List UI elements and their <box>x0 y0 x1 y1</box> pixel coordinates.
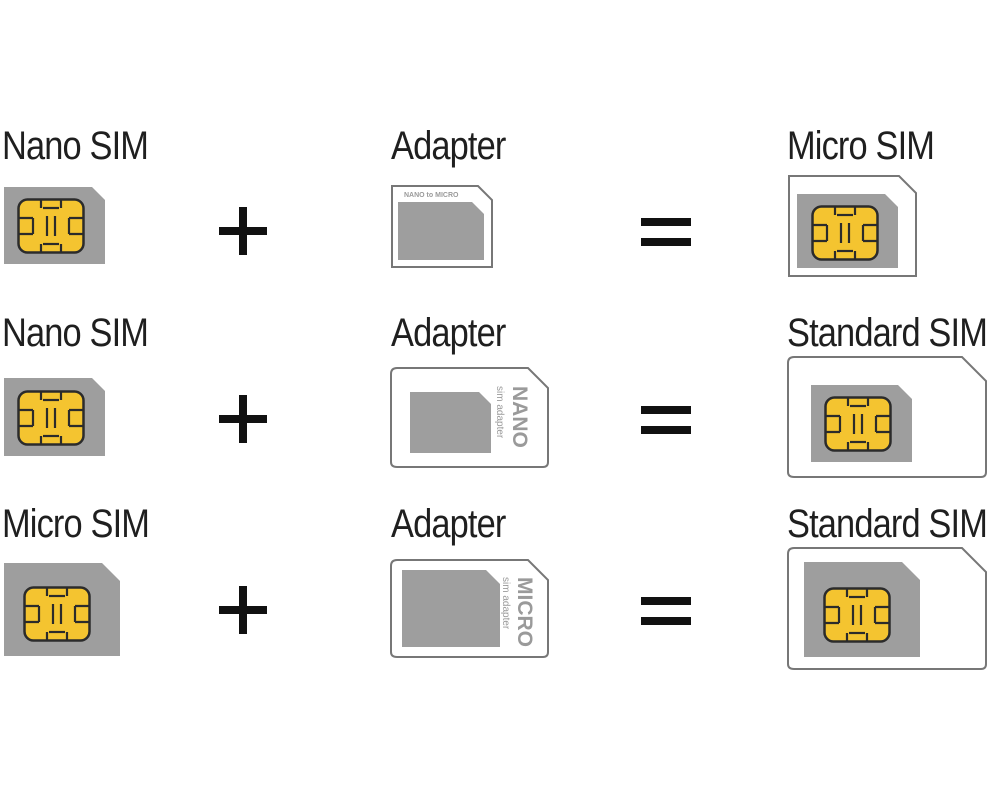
row3-adapter-label: Adapter <box>391 502 506 546</box>
row3-adapter-print-main: MICRO <box>513 577 536 647</box>
row1-adapter: NANO to MICRO <box>391 185 493 268</box>
row1-adapter-print: NANO to MICRO <box>404 192 459 199</box>
sim-chip-icon <box>824 396 892 452</box>
row1-result-label: Micro SIM <box>787 124 935 168</box>
row1-nano-sim <box>4 187 105 264</box>
sim-chip-icon <box>17 390 85 446</box>
row3-adapter-print-sub: sim adapter <box>500 577 511 630</box>
row1-equals-sign <box>641 218 691 246</box>
row3-result-standard-sim <box>787 547 987 670</box>
row3-equals-sign <box>641 597 691 625</box>
row3-micro-sim <box>4 563 120 656</box>
row2-nano-sim <box>4 378 105 456</box>
row3-plus-sign <box>219 586 267 634</box>
row1-adapter-label: Adapter <box>391 124 506 168</box>
row1-plus-sign <box>219 207 267 255</box>
row2-result-standard-sim <box>787 356 987 478</box>
row2-adapter-print-sub: sim adapter <box>494 386 505 439</box>
row2-adapter-print-main: NANO <box>508 386 531 448</box>
sim-chip-icon <box>811 205 879 261</box>
row2-adapter: NANO sim adapter <box>390 367 549 468</box>
row3-adapter: MICRO sim adapter <box>390 559 549 658</box>
row2-result-label: Standard SIM <box>787 311 988 355</box>
sim-chip-icon <box>823 587 891 643</box>
sim-chip-icon <box>17 198 85 254</box>
row3-left-label: Micro SIM <box>2 502 150 546</box>
row1-left-label: Nano SIM <box>2 124 149 168</box>
row2-adapter-label: Adapter <box>391 311 506 355</box>
row1-result-micro-sim <box>788 175 917 277</box>
sim-chip-icon <box>23 586 91 642</box>
row2-left-label: Nano SIM <box>2 311 149 355</box>
row2-plus-sign <box>219 395 267 443</box>
row2-equals-sign <box>641 406 691 434</box>
row3-result-label: Standard SIM <box>787 502 988 546</box>
